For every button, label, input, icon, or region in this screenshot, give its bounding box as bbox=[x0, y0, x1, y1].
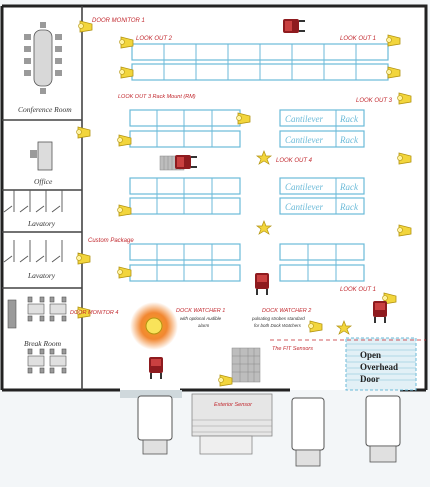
office-desk bbox=[37, 141, 53, 171]
label-door-monitor-4: DOOR MONITOR 4 bbox=[70, 310, 119, 316]
cantilever-label-3: Cantilever bbox=[285, 182, 323, 192]
label-dock-watcher-1: DOCK WATCHER 1 bbox=[176, 308, 225, 314]
rack-label-2: Rack bbox=[339, 135, 359, 145]
dock-watcher-1-note-b: alarm bbox=[198, 323, 210, 328]
overhead-door-area bbox=[345, 337, 417, 391]
label-look-out-2: LOOK OUT 2 bbox=[136, 36, 173, 42]
label-fit-sensors: The FIT Sensors bbox=[272, 346, 313, 352]
rack-label-3: Rack bbox=[339, 182, 359, 192]
label-look-out-1: LOOK OUT 1 bbox=[340, 36, 376, 42]
label-look-out-4: LOOK OUT 4 bbox=[276, 158, 313, 164]
room-label-lavatory-1: Lavatory bbox=[27, 219, 56, 228]
label-custom-package: Custom Package bbox=[88, 238, 134, 244]
truck-1 bbox=[137, 395, 173, 441]
label-look-out-3-rack: LOOK OUT 3 Rack Mount (RM) bbox=[118, 94, 196, 100]
label-look-out-1-b: LOOK OUT 1 bbox=[340, 287, 376, 293]
break-room-tables bbox=[7, 296, 67, 374]
label-exterior-sensor: Exterior Sensor bbox=[214, 402, 253, 408]
cantilever-label-1: Cantilever bbox=[285, 114, 323, 124]
label-dock-watcher-2: DOCK WATCHER 2 bbox=[262, 308, 311, 314]
highlighted-sensor bbox=[145, 317, 163, 335]
truck-3 bbox=[365, 395, 401, 447]
room-label-lavatory-2: Lavatory bbox=[27, 271, 56, 280]
label-door-monitor-1: DOOR MONITOR 1 bbox=[92, 18, 145, 24]
dock-watcher-1-note-a: with optional Audible bbox=[180, 316, 222, 321]
room-label-break-room: Break Room bbox=[24, 339, 62, 348]
cantilever-label-2: Cantilever bbox=[285, 135, 323, 145]
room-label-conference: Conference Room bbox=[18, 105, 72, 114]
left-rooms bbox=[2, 6, 83, 390]
rack-label-4: Rack bbox=[339, 202, 359, 212]
outer-wall bbox=[2, 4, 428, 390]
overhead-door-line-1: Open bbox=[360, 350, 381, 360]
rack-label-1: Rack bbox=[339, 114, 359, 124]
label-look-out-3: LOOK OUT 3 bbox=[356, 98, 393, 104]
room-label-office: Office bbox=[34, 177, 53, 186]
loading-dock-exterior bbox=[120, 390, 401, 467]
cantilever-racks bbox=[279, 109, 365, 282]
truck-2 bbox=[291, 397, 325, 451]
overhead-door-line-3: Door bbox=[360, 374, 380, 384]
dock-watcher-2-note-a: pulsating strobes standard bbox=[251, 316, 305, 321]
cantilever-label-4: Cantilever bbox=[285, 202, 323, 212]
overhead-door-line-2: Overhead bbox=[360, 362, 398, 372]
conference-table bbox=[33, 29, 53, 87]
dock-watcher-2-note-b: for both Dock Watchers bbox=[254, 323, 302, 328]
